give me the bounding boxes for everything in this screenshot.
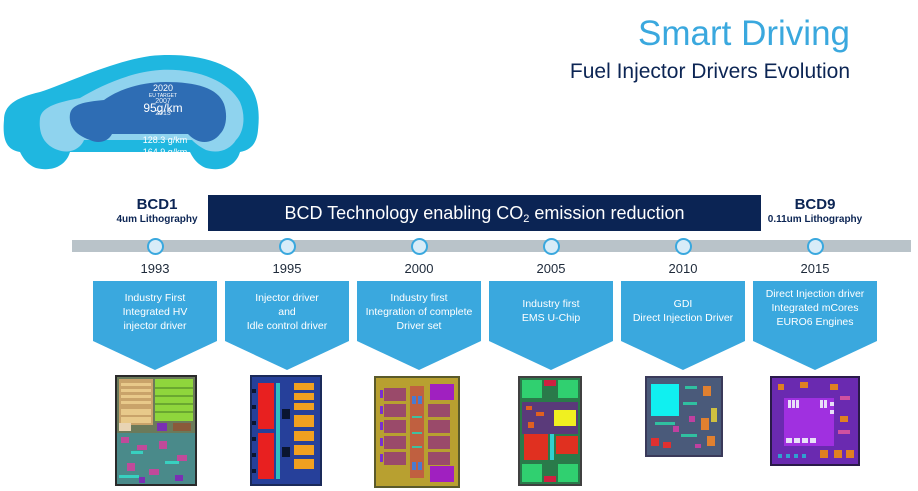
bcd9-label: BCD9 0.11um Lithography <box>760 196 870 226</box>
milestone-chevron: Industry first Integration of complete D… <box>357 281 481 370</box>
page-title: Smart Driving <box>638 14 850 53</box>
milestone-description: Industry first Integration of complete D… <box>361 291 477 333</box>
description-line: Integration of complete <box>365 306 473 318</box>
timeline-node-2000 <box>411 238 428 255</box>
chevron-shape-icon <box>621 281 745 370</box>
milestone-description: Industry First Integrated HV injector dr… <box>97 291 213 333</box>
description-line: Industry first <box>390 292 448 304</box>
milestone-year: 2010 <box>668 261 698 276</box>
milestone-chevron: Industry first EMS U-Chip <box>489 281 613 370</box>
milestone-chevron: GDI Direct Injection Driver <box>621 281 745 370</box>
chip-die-2000 <box>374 376 460 488</box>
timeline-node-1995 <box>279 238 296 255</box>
timeline-node-2010 <box>675 238 692 255</box>
milestone-description: Direct Injection driver Integrated mCore… <box>757 287 873 329</box>
description-line: Direct Injection Driver <box>632 312 734 324</box>
description-line: Integrated HV <box>122 306 188 318</box>
description-line: and <box>278 306 296 318</box>
milestone-year: 2015 <box>800 261 830 276</box>
chevron-shape-icon <box>93 281 217 370</box>
chevron-shape-icon <box>225 281 349 370</box>
description-line: EMS U-Chip <box>521 312 581 324</box>
car-label-2020: 2020 <box>152 83 174 93</box>
bcd9-lithography: 0.11um Lithography <box>767 214 863 225</box>
bcd1-label: BCD1 4um Lithography <box>112 196 202 226</box>
banner-subscript: 2 <box>523 213 530 225</box>
car-emissions-graphic: 2007 2013 <box>0 46 262 174</box>
milestone-year: 1993 <box>140 261 170 276</box>
description-line: Driver set <box>396 320 442 332</box>
co2-banner: BCD Technology enabling CO2 emission red… <box>208 195 761 231</box>
milestone-year: 2005 <box>536 261 566 276</box>
chip-die-1995 <box>250 375 322 486</box>
milestone-chevron: Industry First Integrated HV injector dr… <box>93 281 217 370</box>
milestone-description: Injector driver and Idle control driver <box>229 291 345 333</box>
chip-die-2015 <box>770 376 860 466</box>
description-line: Injector driver <box>255 292 319 304</box>
page-subtitle: Fuel Injector Drivers Evolution <box>569 60 850 83</box>
timeline-node-2005 <box>543 238 560 255</box>
chevron-shape-icon <box>753 281 877 370</box>
car-label-2007-value: 164.9 g/km <box>142 147 188 157</box>
bcd1-name: BCD1 <box>136 196 178 213</box>
description-line: Direct Injection driver <box>765 288 865 300</box>
chevron-shape-icon <box>489 281 613 370</box>
banner-text-before: BCD Technology enabling CO <box>284 203 524 223</box>
car-label-target-value: 95g/km <box>143 101 183 115</box>
milestone-chevron: Direct Injection driver Integrated mCore… <box>753 281 877 370</box>
timeline-node-2015 <box>807 238 824 255</box>
description-line: GDI <box>673 298 693 310</box>
car-label-eu-target: EU TARGET <box>148 93 178 99</box>
timeline-bar <box>72 240 911 252</box>
car-label-2013-value: 128.3 g/km <box>142 135 188 145</box>
timeline-node-1993 <box>147 238 164 255</box>
car-label-2013: 2013 <box>155 110 171 117</box>
milestone-year: 1995 <box>272 261 302 276</box>
car-label-2007: 2007 <box>155 98 171 105</box>
description-line: Industry First <box>124 292 186 304</box>
bcd9-name: BCD9 <box>794 196 836 213</box>
milestone-description: Industry first EMS U-Chip <box>493 297 609 325</box>
description-line: injector driver <box>123 320 187 332</box>
chevron-shape-icon <box>357 281 481 370</box>
car-silhouette-icon <box>3 55 259 170</box>
chip-die-2005 <box>518 376 582 486</box>
milestone-description: GDI Direct Injection Driver <box>625 297 741 325</box>
description-line: Industry first <box>522 298 580 310</box>
description-line: Idle control driver <box>246 320 328 332</box>
chip-die-1993 <box>115 375 197 486</box>
chip-die-2010 <box>645 376 723 457</box>
banner-text-after: emission reduction <box>529 203 685 223</box>
milestone-chevron: Injector driver and Idle control driver <box>225 281 349 370</box>
description-line: EURO6 Engines <box>776 316 854 328</box>
description-line: Integrated mCores <box>771 302 859 314</box>
bcd1-lithography: 4um Lithography <box>116 214 198 225</box>
milestone-year: 2000 <box>404 261 434 276</box>
